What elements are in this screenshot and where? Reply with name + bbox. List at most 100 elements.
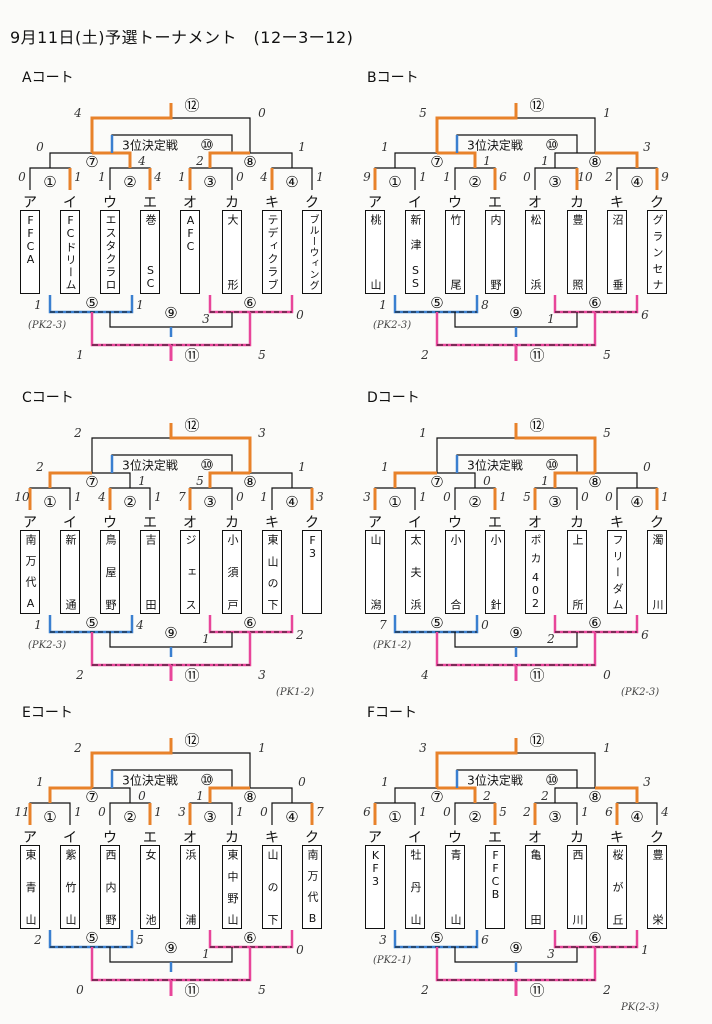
lower-bracket-score: 2 <box>421 983 429 997</box>
lower-bracket-score: 2 <box>296 628 304 642</box>
team-letter: キ <box>610 195 624 211</box>
match-7-label: ⑦ <box>85 788 99 806</box>
team-name: AFC <box>180 210 200 294</box>
team-letter: ア <box>368 830 382 846</box>
lower-bracket-score: 3 <box>547 947 555 961</box>
team-letter: ウ <box>103 830 117 846</box>
match-7-label: ⑦ <box>430 153 444 171</box>
bracket-line <box>208 151 250 168</box>
team-name: グランセナ <box>647 210 667 294</box>
team-name: F3 <box>302 530 322 614</box>
pk-note: (PK2-3) <box>28 640 67 651</box>
bracket-lines <box>373 103 659 361</box>
team-name: 東青山 <box>20 845 40 929</box>
team-score: 4 <box>154 170 162 184</box>
semifinal-score: 0 <box>298 775 306 789</box>
match-5-label: ⑤ <box>430 294 444 312</box>
court-name: Aコート <box>22 70 74 86</box>
bracket-line <box>48 471 92 488</box>
lower-bracket-score: 5 <box>258 348 266 362</box>
team-score: 1 <box>74 490 82 504</box>
match-4-label: ④ <box>285 493 299 511</box>
lower-bracket-score: 2 <box>421 348 429 362</box>
match-2-label: ② <box>468 493 482 511</box>
final-score: 3 <box>258 426 266 440</box>
team-name: 豊栄 <box>647 845 667 929</box>
team-score: 7 <box>178 490 186 504</box>
semifinal-score: 0 <box>138 789 146 803</box>
team-score: 5 <box>523 490 531 504</box>
team-name: 山潟 <box>365 530 385 614</box>
lower-bracket-score: 5 <box>136 933 144 947</box>
bracket-line <box>595 786 639 803</box>
final-score: 3 <box>419 741 427 755</box>
team-name: 東山の下 <box>262 530 282 614</box>
match-5-label: ⑤ <box>85 929 99 947</box>
match-5-label: ⑤ <box>430 929 444 947</box>
team-name: 松浜 <box>525 210 545 294</box>
team-letter: ウ <box>448 195 462 211</box>
third-place-label: 3位決定戦 <box>467 138 523 153</box>
team-letter: イ <box>408 515 422 531</box>
team-letter: エ <box>143 515 157 531</box>
team-score: 6 <box>605 805 613 819</box>
team-name: 桃山 <box>365 210 385 294</box>
team-letter: カ <box>225 195 239 211</box>
match-12-label: ⑫ <box>184 416 200 435</box>
lower-bracket-score: 6 <box>641 308 649 322</box>
match-7-label: ⑦ <box>85 153 99 171</box>
team-name: 東中野山 <box>222 845 242 929</box>
team-name: FFCA <box>20 210 40 294</box>
bracket-line <box>514 423 597 473</box>
final-score: 5 <box>603 426 611 440</box>
match-3-label: ③ <box>203 493 217 511</box>
match-7-label: ⑦ <box>85 473 99 491</box>
lower-bracket-score: 1 <box>379 298 387 312</box>
team-name: 青山 <box>445 845 465 929</box>
team-name: テディクラブ <box>262 210 282 294</box>
team-score: 9 <box>661 170 669 184</box>
team-name: 新通 <box>60 530 80 614</box>
match-3-label: ③ <box>548 173 562 191</box>
team-letter: エ <box>488 195 502 211</box>
team-name: 女池 <box>140 845 160 929</box>
match-8-label: ⑧ <box>243 788 257 806</box>
match-8-label: ⑧ <box>588 473 602 491</box>
lower-bracket-score: 0 <box>481 618 489 632</box>
match-6-label: ⑥ <box>243 929 257 947</box>
team-letter: オ <box>183 830 197 846</box>
lower-bracket-score: 1 <box>34 298 42 312</box>
semifinal-score: 2 <box>196 154 204 168</box>
semifinal-score: 1 <box>138 474 146 488</box>
court-name: Fコート <box>367 705 418 721</box>
semifinal-score: 1 <box>298 460 306 474</box>
team-letter: カ <box>570 830 584 846</box>
lower-bracket-score: 2 <box>34 933 42 947</box>
final-score: 1 <box>603 741 611 755</box>
team-score: 0 <box>605 490 613 504</box>
bracket-lines <box>373 738 658 996</box>
match-6-label: ⑥ <box>588 294 602 312</box>
team-letter: オ <box>528 830 542 846</box>
team-score: 6 <box>499 170 507 184</box>
team-score: 1 <box>499 490 507 504</box>
lower-bracket-score: 6 <box>481 933 489 947</box>
match-1-label: ① <box>388 808 402 826</box>
lower-bracket-score: 7 <box>379 618 387 632</box>
team-score: 1 <box>74 170 82 184</box>
team-name: 上所 <box>567 530 587 614</box>
match-8-label: ⑧ <box>243 473 257 491</box>
third-place-label: 3位決定戦 <box>122 773 178 788</box>
team-name: 桜が丘 <box>607 845 627 929</box>
match-4-label: ④ <box>630 493 644 511</box>
semifinal-score: 3 <box>643 140 651 154</box>
bracket-lines <box>373 423 659 681</box>
lower-bracket-score: 6 <box>641 628 649 642</box>
team-score: 3 <box>316 490 324 504</box>
match-3-label: ③ <box>548 493 562 511</box>
pk-note: PK(2-3) <box>621 1002 660 1013</box>
lower-bracket-score: 1 <box>136 298 144 312</box>
court-name: Bコート <box>367 70 419 86</box>
team-letter: ク <box>305 515 319 531</box>
